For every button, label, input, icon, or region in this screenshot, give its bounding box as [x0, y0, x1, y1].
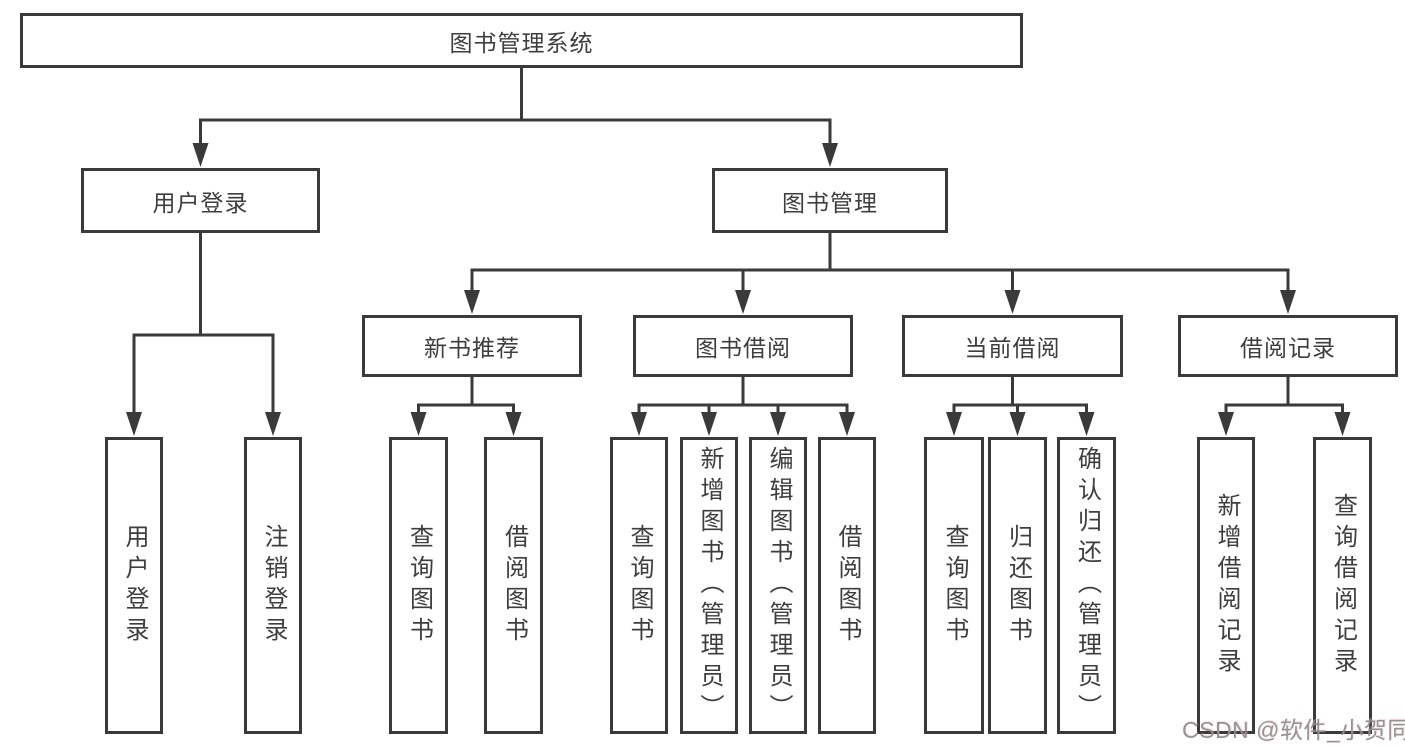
arrowhead-icon	[1218, 412, 1234, 436]
arrowhead-icon	[1004, 290, 1021, 314]
node-leaf-confirm-return: 确认归还（管理员）	[1057, 437, 1116, 734]
arrowhead-icon	[701, 412, 717, 436]
arrowhead-icon	[1078, 412, 1095, 436]
node-leaf-borrow-book-1: 借阅图书	[484, 437, 543, 734]
arrowhead-icon	[946, 412, 962, 436]
node-leaf-edit-book: 编辑图书（管理员）	[749, 437, 807, 734]
arrowhead-icon	[770, 412, 786, 436]
node-book-borrow: 图书借阅	[633, 315, 853, 377]
arrowhead-icon	[192, 143, 209, 167]
node-label: 用户登录	[121, 523, 148, 648]
arrowhead-icon	[822, 143, 838, 167]
node-label: 图书管理系统	[449, 29, 594, 56]
arrowhead-icon	[839, 412, 855, 436]
node-user-login: 用户登录	[81, 168, 320, 233]
node-leaf-query-record: 查询借阅记录	[1313, 437, 1372, 734]
node-book-mgmt: 图书管理	[712, 168, 948, 233]
node-new-book-rec: 新书推荐	[362, 315, 582, 377]
node-label: 用户登录	[152, 189, 249, 216]
node-leaf-query-book-2: 查询图书	[610, 437, 668, 734]
arrowhead-icon	[1280, 290, 1296, 314]
node-label: 确认归还（管理员）	[1073, 446, 1101, 725]
node-leaf-query-book-1: 查询图书	[389, 437, 448, 734]
arrowhead-icon	[631, 412, 647, 436]
node-root: 图书管理系统	[20, 13, 1023, 68]
node-label: 查询图书	[626, 523, 653, 648]
node-label: 注销登录	[260, 523, 287, 648]
arrowhead-icon	[126, 412, 142, 436]
node-leaf-logout: 注销登录	[244, 437, 302, 734]
node-label: 当前借阅	[964, 335, 1061, 361]
node-label: 新增借阅记录	[1213, 492, 1240, 679]
watermark-text: CSDN @软件_小贺同	[1182, 717, 1405, 743]
node-label: 新书推荐	[424, 335, 520, 361]
node-leaf-return-book: 归还图书	[988, 437, 1047, 734]
node-label: 图书借阅	[695, 335, 791, 361]
node-label: 编辑图书（管理员）	[765, 446, 792, 725]
arrowhead-icon	[265, 412, 281, 436]
node-current-borrow: 当前借阅	[902, 315, 1123, 377]
node-leaf-query-book-3: 查询图书	[924, 437, 984, 734]
arrowhead-icon	[505, 412, 522, 436]
arrowhead-icon	[1009, 412, 1026, 436]
node-leaf-user-login: 用户登录	[105, 437, 163, 734]
node-label: 查询图书	[405, 523, 433, 648]
arrowhead-icon	[464, 290, 480, 314]
node-label: 归还图书	[1004, 523, 1032, 648]
node-leaf-add-record: 新增借阅记录	[1197, 437, 1255, 734]
node-label: 图书管理	[782, 189, 878, 216]
node-label: 借阅图书	[500, 523, 528, 648]
node-label: 查询图书	[941, 523, 968, 648]
arrowhead-icon	[1334, 412, 1351, 436]
node-label: 借阅记录	[1240, 335, 1336, 361]
node-leaf-add-book: 新增图书（管理员）	[680, 437, 738, 734]
node-label: 查询借阅记录	[1329, 492, 1357, 679]
node-borrow-records: 借阅记录	[1178, 315, 1398, 377]
arrowhead-icon	[735, 290, 751, 314]
node-label: 借阅图书	[834, 523, 861, 648]
node-label: 新增图书（管理员）	[696, 446, 723, 725]
watermark: CSDN @软件_小贺同学	[1182, 711, 1405, 745]
node-leaf-borrow-book-2: 借阅图书	[818, 437, 876, 734]
arrowhead-icon	[410, 412, 427, 436]
